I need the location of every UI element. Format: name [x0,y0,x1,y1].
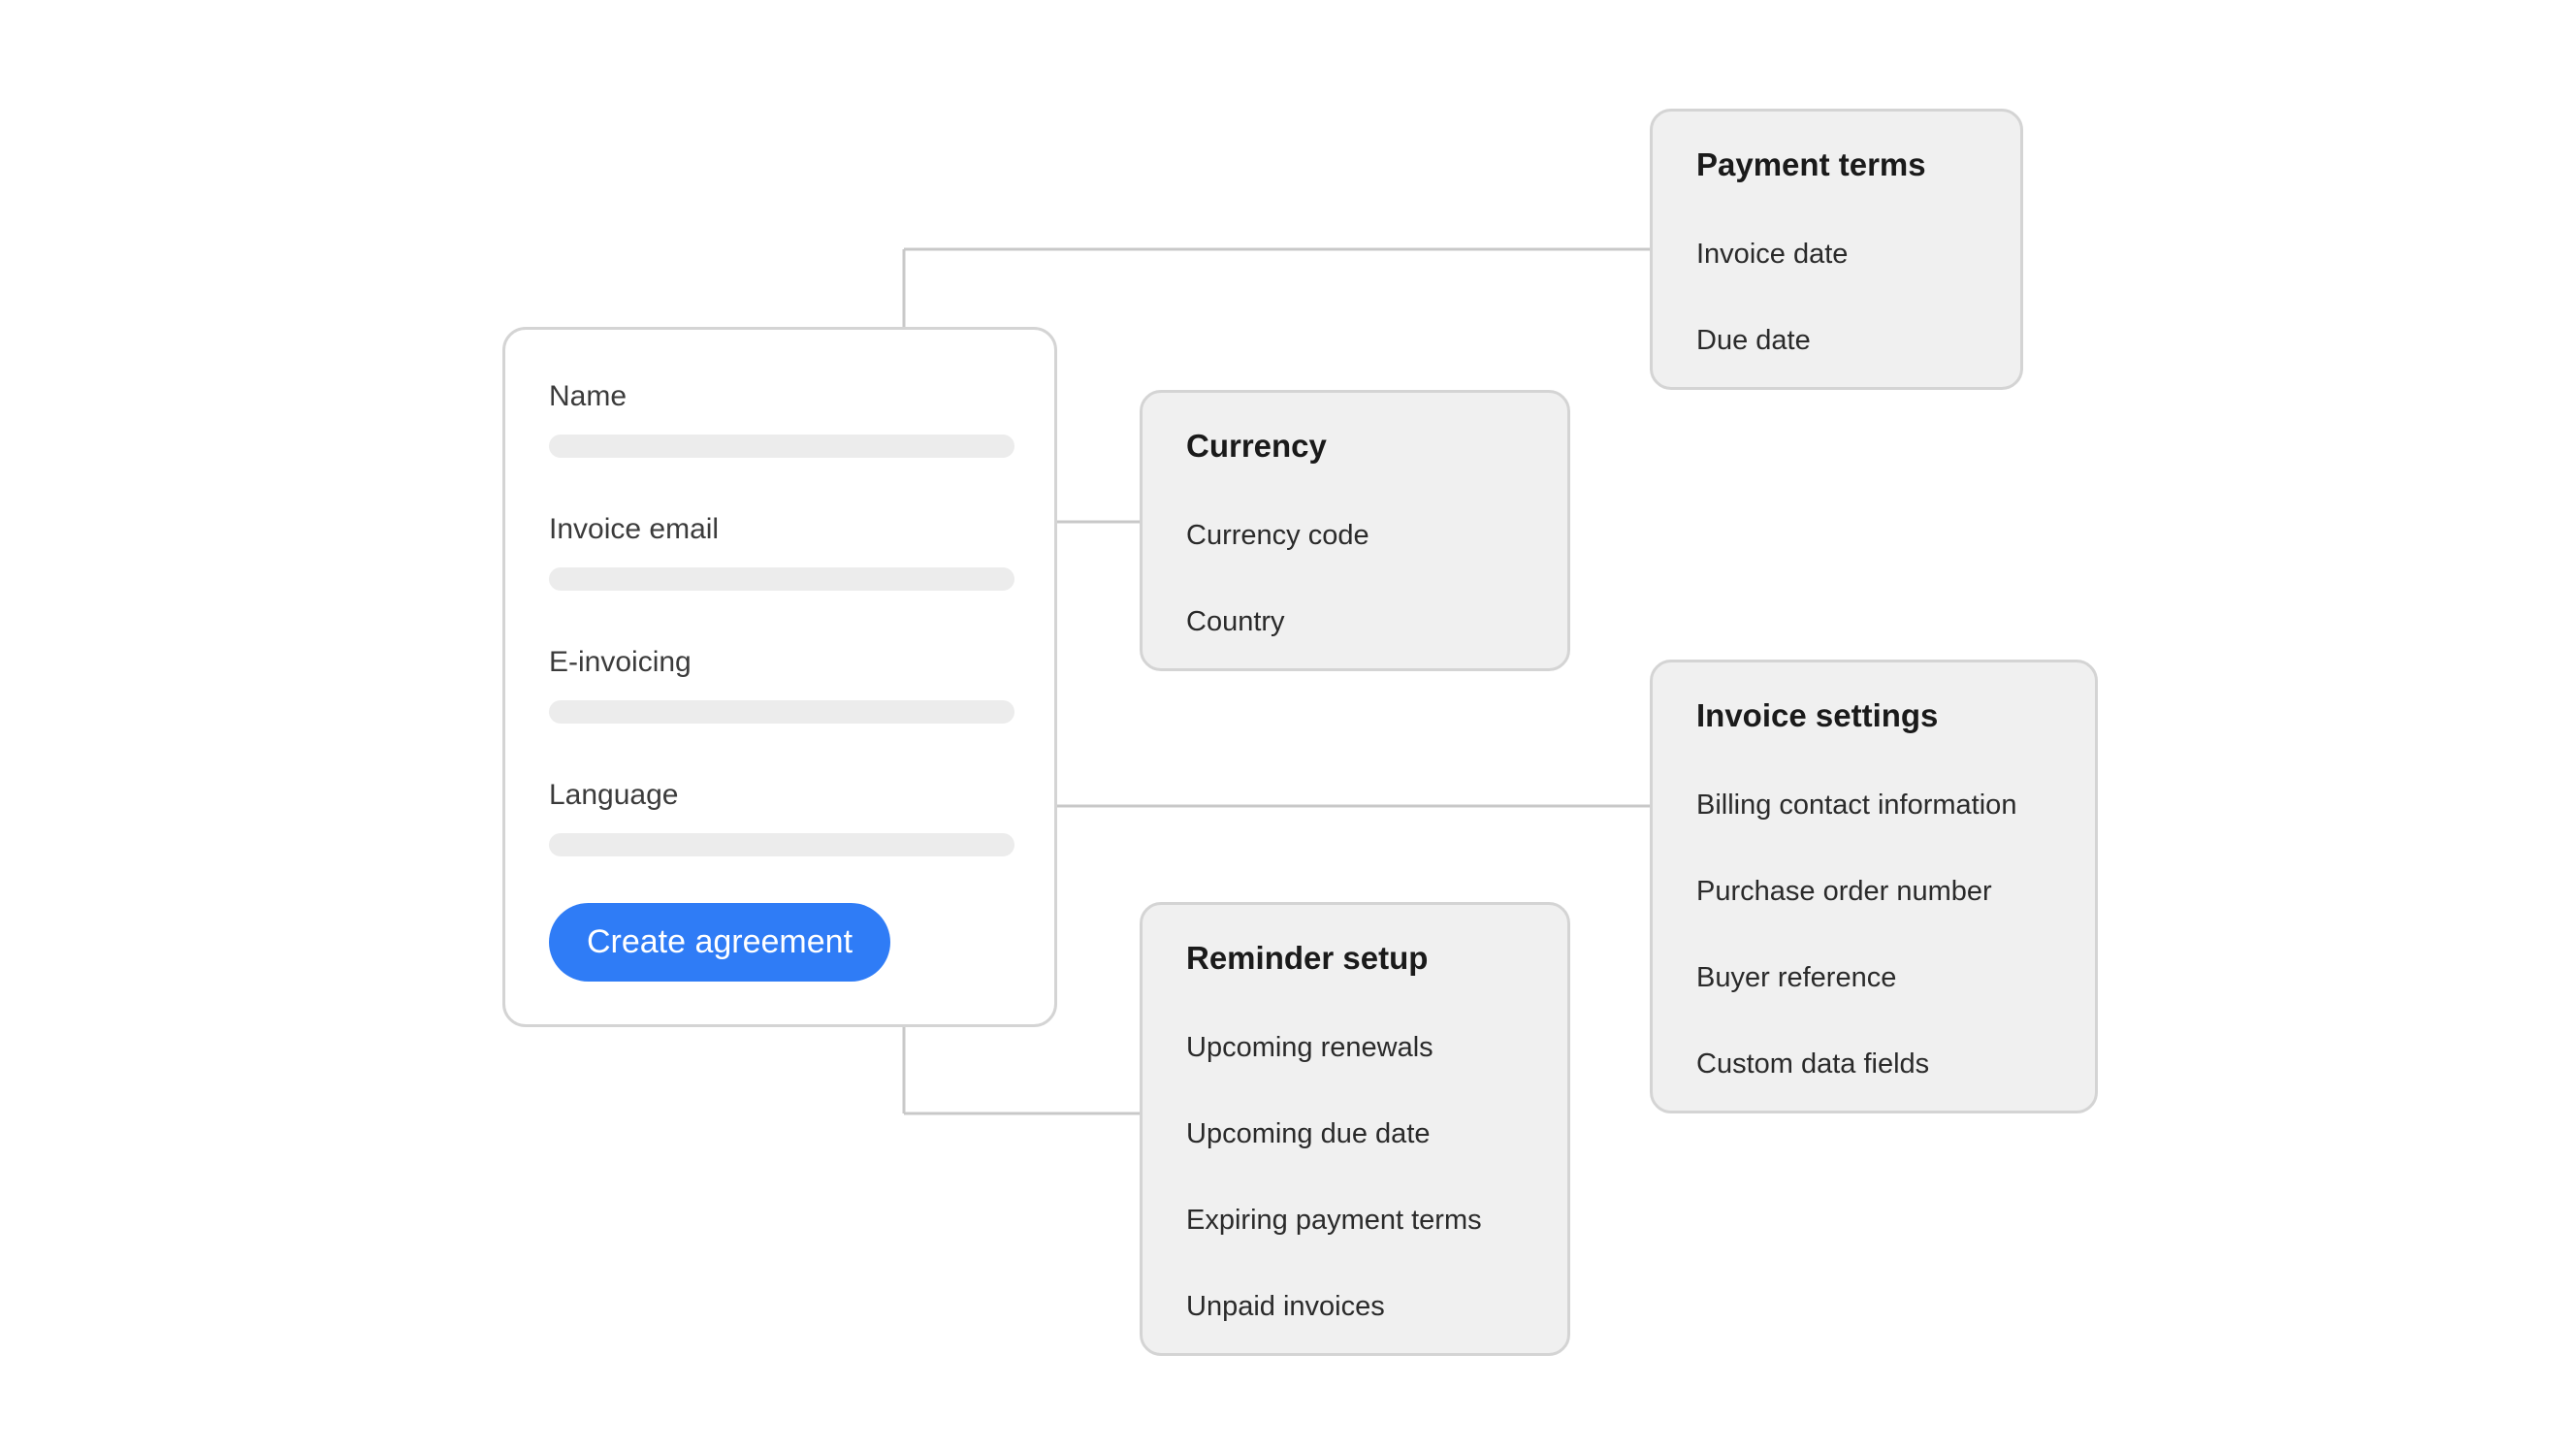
invoice-email-field: Invoice email [549,513,1014,591]
reminder-setup-box: Reminder setup Upcoming renewals Upcomin… [1140,902,1570,1356]
currency-title: Currency [1186,428,1327,464]
list-item: Billing contact information [1696,790,2017,821]
language-input[interactable] [549,833,1014,856]
payment-terms-title: Payment terms [1696,146,1926,182]
name-field-label: Name [549,380,628,412]
list-item: Purchase order number [1696,876,1992,907]
list-item: Invoice date [1696,239,1849,270]
list-item: Due date [1696,325,1811,356]
agreement-form-card: Name Invoice email E-invoicing Language … [502,327,1057,1027]
e-invoicing-input[interactable] [549,700,1014,724]
reminder-setup-title: Reminder setup [1186,940,1429,976]
list-item: Currency code [1186,520,1369,551]
invoice-settings-box: Invoice settings Billing contact informa… [1650,660,2098,1113]
list-item: Upcoming renewals [1186,1032,1433,1063]
invoice-email-input[interactable] [549,567,1014,591]
invoice-email-field-label: Invoice email [549,513,720,545]
list-item: Upcoming due date [1186,1118,1431,1149]
name-field: Name [549,380,1014,458]
reminder-setup-list: Upcoming renewals Upcoming due date Expi… [1186,1031,1482,1376]
language-field: Language [549,779,1014,856]
list-item: Unpaid invoices [1186,1291,1385,1322]
list-item: Expiring payment terms [1186,1205,1482,1236]
create-agreement-button[interactable]: Create agreement [549,903,890,982]
currency-list: Currency code Country [1186,519,1369,692]
list-item: Buyer reference [1696,962,1897,993]
list-item: Country [1186,606,1285,637]
currency-box: Currency Currency code Country [1140,390,1570,671]
invoice-settings-list: Billing contact information Purchase ord… [1696,789,2016,1134]
e-invoicing-field-label: E-invoicing [549,646,692,678]
e-invoicing-field: E-invoicing [549,646,1014,724]
language-field-label: Language [549,779,679,811]
name-input[interactable] [549,435,1014,458]
invoice-settings-title: Invoice settings [1696,697,1939,733]
payment-terms-box: Payment terms Invoice date Due date [1650,109,2023,390]
payment-terms-list: Invoice date Due date [1696,238,1848,410]
list-item: Custom data fields [1696,1048,1930,1080]
